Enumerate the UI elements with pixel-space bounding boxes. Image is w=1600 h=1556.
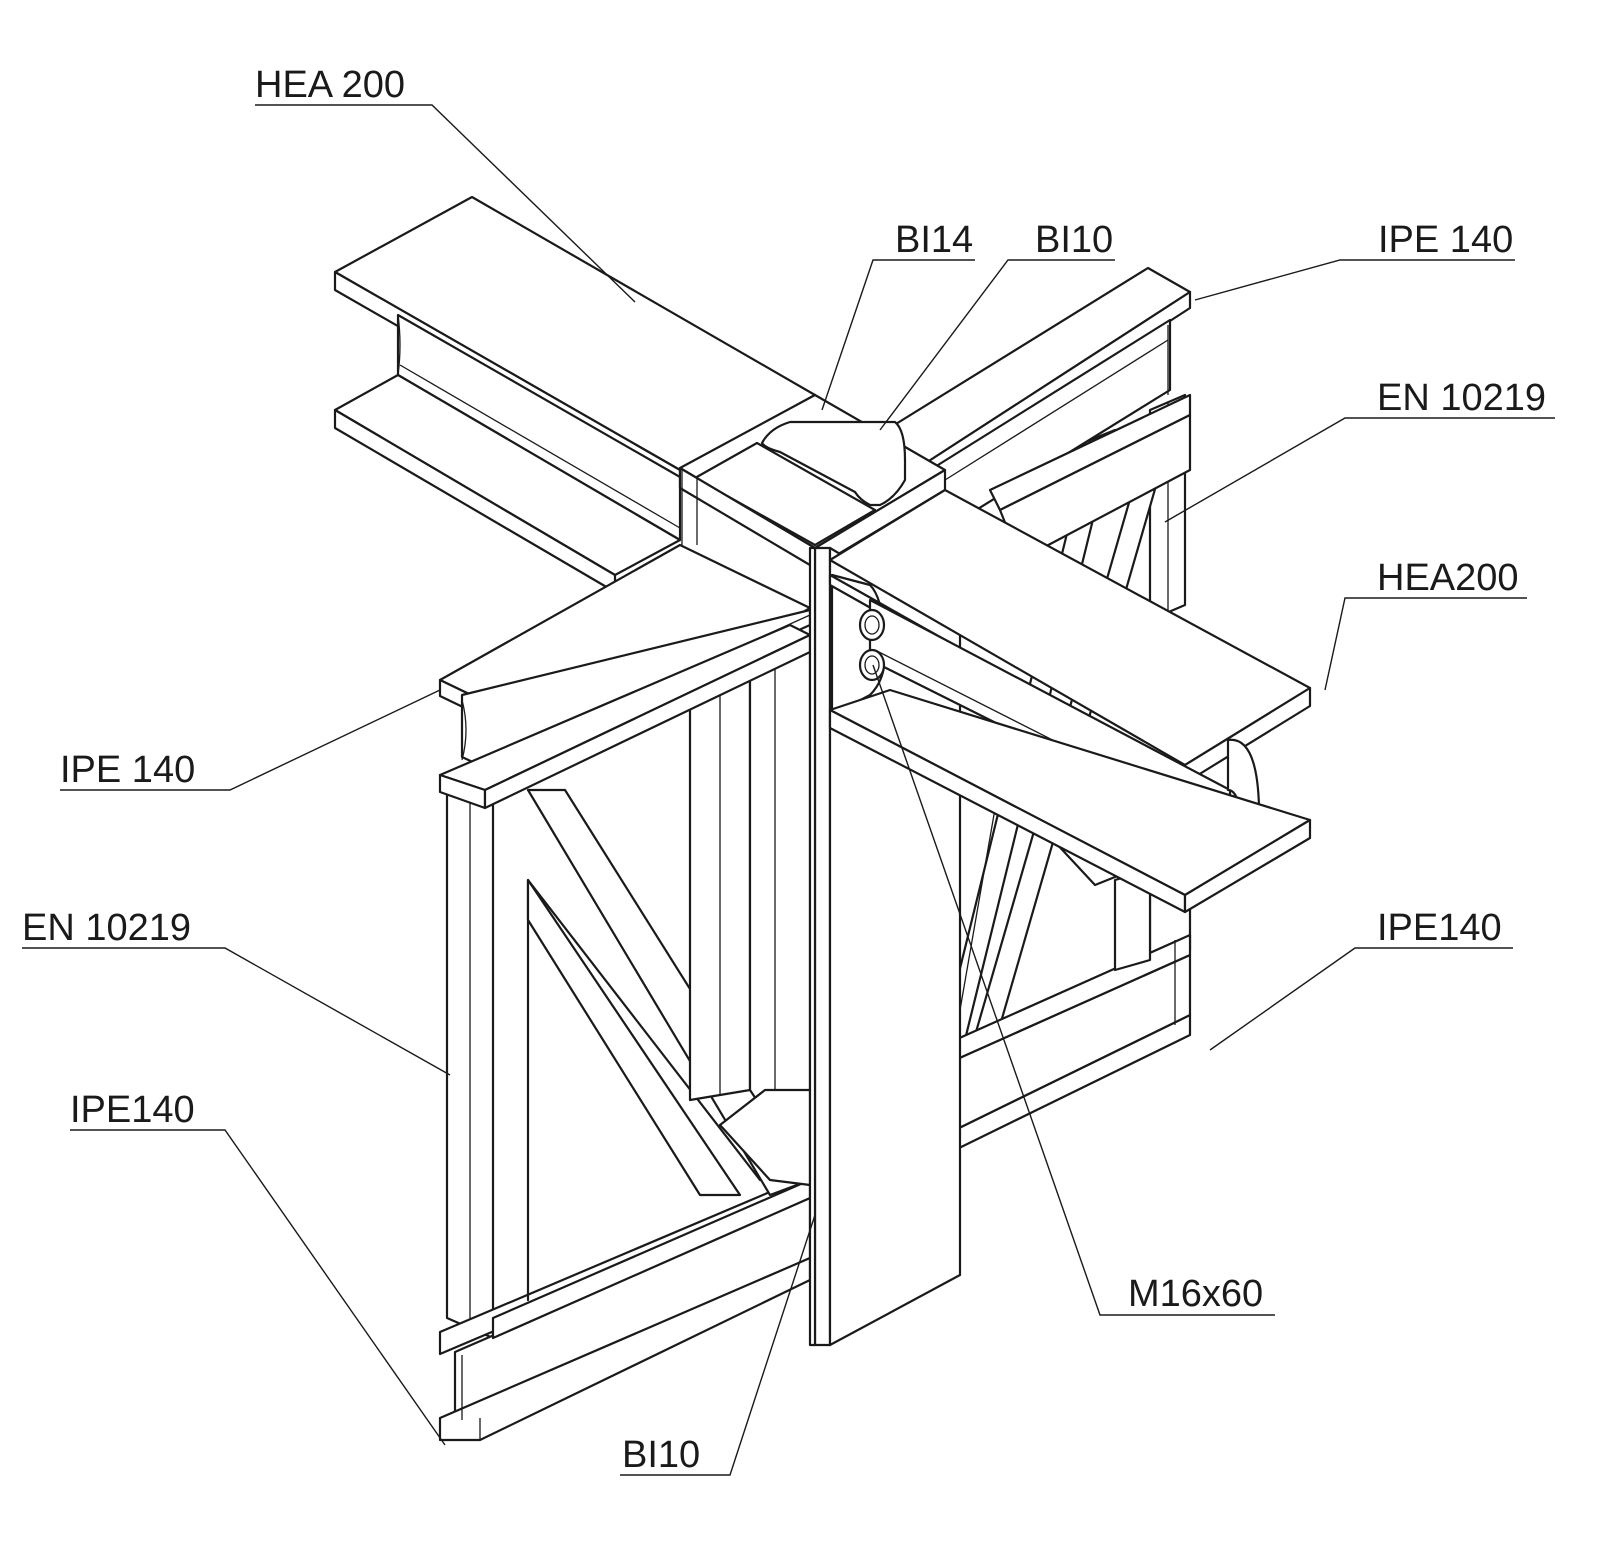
ipe140-left-beam <box>438 543 812 810</box>
front-truss-panel <box>438 648 812 1442</box>
label-en10219-right: EN 10219 <box>1377 377 1546 419</box>
hea200-top-beam <box>333 195 817 594</box>
leader-lines <box>22 104 1555 1476</box>
bolts <box>858 608 886 682</box>
label-hea200-top: HEA 200 <box>255 64 405 106</box>
bolt-lower <box>858 648 886 682</box>
ipe140-top-right-beam <box>868 266 1192 562</box>
label-bi10-bottom: BI10 <box>622 1434 700 1476</box>
label-bi10-top: BI10 <box>1035 219 1113 261</box>
label-bi14: BI14 <box>895 219 973 261</box>
bolt-upper <box>858 608 886 642</box>
label-ipe140-left: IPE 140 <box>60 749 195 791</box>
label-m16x60: M16x60 <box>1128 1273 1263 1315</box>
label-ipe140-bottom-left: IPE140 <box>70 1089 195 1131</box>
label-ipe140-right: IPE140 <box>1377 907 1502 949</box>
label-ipe140-top-right: IPE 140 <box>1378 219 1513 261</box>
label-hea200-right: HEA200 <box>1377 557 1519 599</box>
label-en10219-left: EN 10219 <box>22 907 191 949</box>
hea200-right-beam <box>828 488 1312 914</box>
callout-labels: HEA 200 BI14 BI10 IPE 140 EN 10219 HEA20… <box>22 64 1546 1476</box>
